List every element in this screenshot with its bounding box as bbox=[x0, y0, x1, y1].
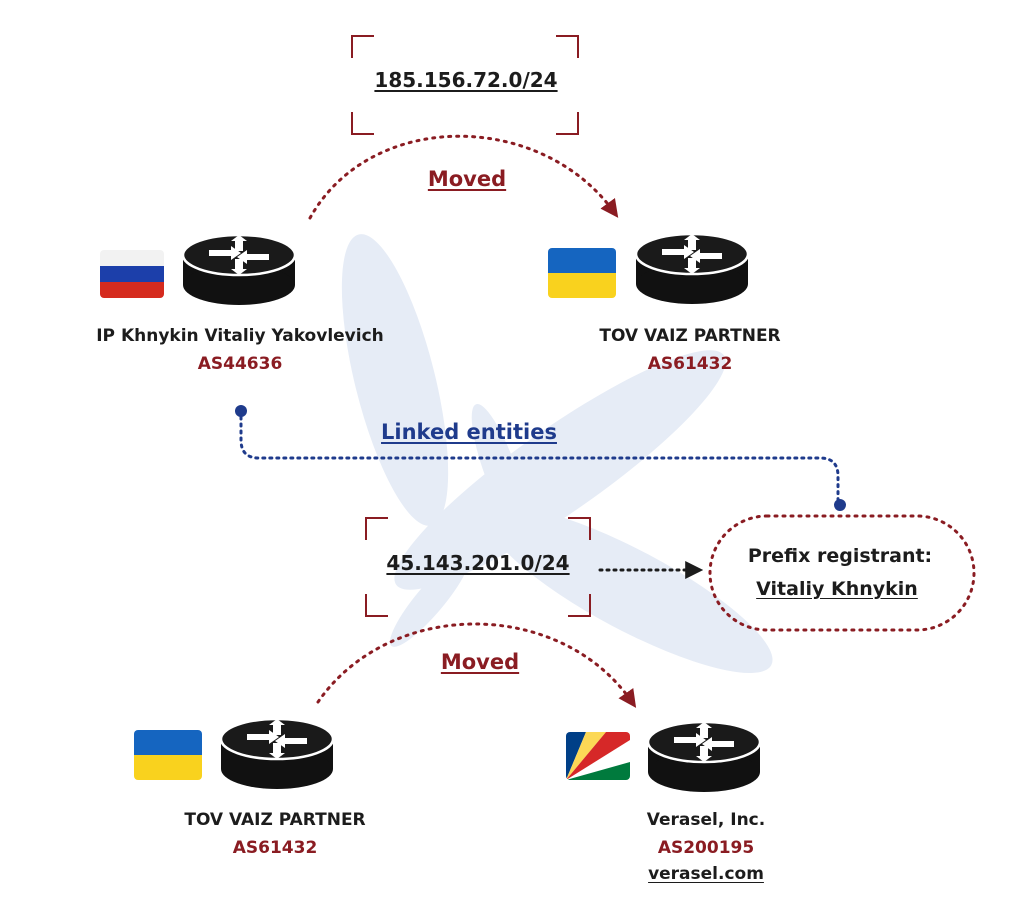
bottom-target-name: Verasel, Inc. bbox=[646, 810, 766, 830]
registrant-title: Prefix registrant: bbox=[747, 545, 933, 567]
top-prefix-bracket bbox=[351, 35, 579, 135]
router-icon bbox=[634, 232, 750, 306]
top-moved-label: Moved bbox=[427, 167, 507, 191]
top-prefix-label: 185.156.72.0/24 bbox=[374, 68, 558, 92]
router-icon bbox=[219, 717, 335, 791]
top-source-name: IP Khnykin Vitaliy Yakovlevich bbox=[96, 326, 384, 346]
ukraine-flag bbox=[134, 730, 202, 780]
linked-entities-label: Linked entities bbox=[381, 420, 557, 444]
bottom-source-name: TOV VAIZ PARTNER bbox=[184, 810, 366, 830]
bottom-moved-label: Moved bbox=[440, 650, 520, 674]
top-source-asn: AS44636 bbox=[197, 354, 283, 374]
seychelles-flag bbox=[566, 732, 630, 780]
registrant-name: Vitaliy Khnykin bbox=[756, 578, 918, 600]
top-target-name: TOV VAIZ PARTNER bbox=[599, 326, 781, 346]
top-target-asn: AS61432 bbox=[647, 354, 733, 374]
linked-entities-connector bbox=[235, 405, 846, 511]
router-icon bbox=[646, 720, 762, 794]
bottom-prefix-label: 45.143.201.0/24 bbox=[386, 551, 570, 575]
bottom-prefix-bracket bbox=[365, 517, 591, 617]
router-icon bbox=[181, 233, 297, 307]
top-moved-arrow bbox=[308, 134, 619, 220]
bottom-source-asn: AS61432 bbox=[232, 838, 318, 858]
bottom-moved-arrow bbox=[316, 622, 637, 708]
registrant-bubble bbox=[708, 514, 976, 632]
russia-flag bbox=[100, 250, 164, 298]
bottom-target-asn: AS200195 bbox=[657, 838, 755, 858]
bottom-target-website[interactable]: verasel.com bbox=[648, 864, 764, 884]
ukraine-flag bbox=[548, 248, 616, 298]
dragonfly-watermark bbox=[341, 234, 773, 674]
